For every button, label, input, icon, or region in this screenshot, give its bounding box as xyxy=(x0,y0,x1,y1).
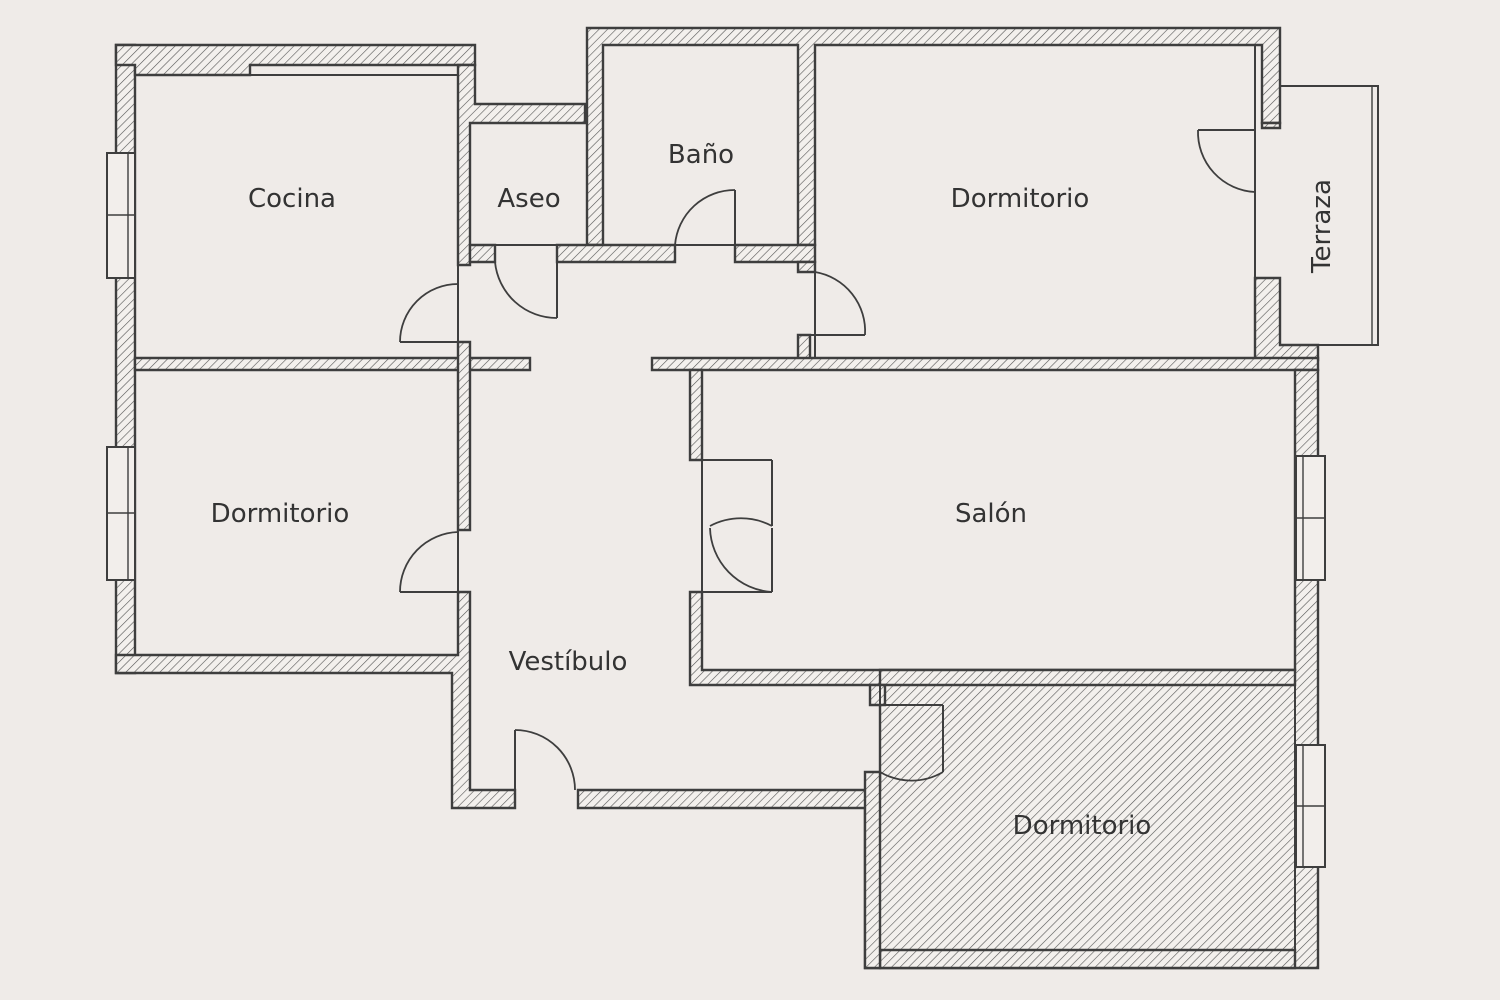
outline-cocina xyxy=(134,74,459,359)
door-aseo xyxy=(494,261,558,319)
label-dormitorio-norte: Dormitorio xyxy=(951,184,1090,214)
label-salon: Salón xyxy=(955,499,1027,529)
label-vestibulo: Vestíbulo xyxy=(509,647,628,677)
door-dormitorio-oeste xyxy=(399,531,459,593)
door-dormitorio-sur xyxy=(879,704,944,782)
window-cocina xyxy=(106,152,136,279)
wall-aseo-south-2 xyxy=(555,243,677,264)
wall-middle-east xyxy=(650,356,1320,372)
terrace-outline xyxy=(1280,85,1379,346)
label-cocina: Cocina xyxy=(248,184,336,214)
label-dormitorio-oeste: Dormitorio xyxy=(211,499,350,529)
wall-dormitorio-east-lower xyxy=(1253,276,1320,362)
door-cocina xyxy=(399,283,459,343)
door-bano xyxy=(674,189,736,246)
door-entrada xyxy=(514,729,576,791)
walls xyxy=(114,26,1320,970)
door-terraza xyxy=(1197,129,1256,195)
door-dormitorio-norte xyxy=(810,271,866,336)
wall-aseo-south xyxy=(468,243,497,264)
terrace-structure xyxy=(1262,85,1379,346)
window-salon xyxy=(1295,455,1326,581)
door-salon xyxy=(702,459,773,593)
wall-kitchen-north xyxy=(114,43,477,77)
wall-dormitorio-sur-west xyxy=(863,770,882,970)
window-dormitorio-oeste xyxy=(106,446,136,581)
outline-aseo xyxy=(469,122,588,246)
label-aseo: Aseo xyxy=(497,184,560,214)
wall-dormitorio-sur-north xyxy=(878,668,1297,687)
doors xyxy=(399,129,1256,791)
wall-kitchen-east xyxy=(456,63,587,267)
wall-dormitorio-sur-west-stub xyxy=(868,683,887,707)
wall-vestibulo-west-upper xyxy=(456,340,472,532)
label-dormitorio-sur: Dormitorio xyxy=(1013,811,1152,841)
outline-dormitorio-norte xyxy=(814,44,1256,359)
outline-bano xyxy=(602,44,799,246)
window-dormitorio-sur xyxy=(1295,744,1326,868)
windows xyxy=(106,152,1326,868)
wall-dormitorio-sur-south xyxy=(878,948,1297,970)
wall-salon-west-upper xyxy=(688,368,704,462)
label-terraza: Terraza xyxy=(1307,179,1337,274)
wall-vestibulo-west-lower xyxy=(114,590,517,810)
label-bano: Baño xyxy=(668,140,734,170)
wall-aseo-east xyxy=(585,26,1282,247)
wall-dormitorio-west-stub-2 xyxy=(796,333,812,362)
wall-dormitorio-west-stub xyxy=(796,260,817,274)
wall-bano-south xyxy=(733,243,817,264)
wall-dormitorio-east xyxy=(1260,121,1282,130)
room-labels: Cocina Aseo Baño Dormitorio Terraza Dorm… xyxy=(211,140,1337,841)
